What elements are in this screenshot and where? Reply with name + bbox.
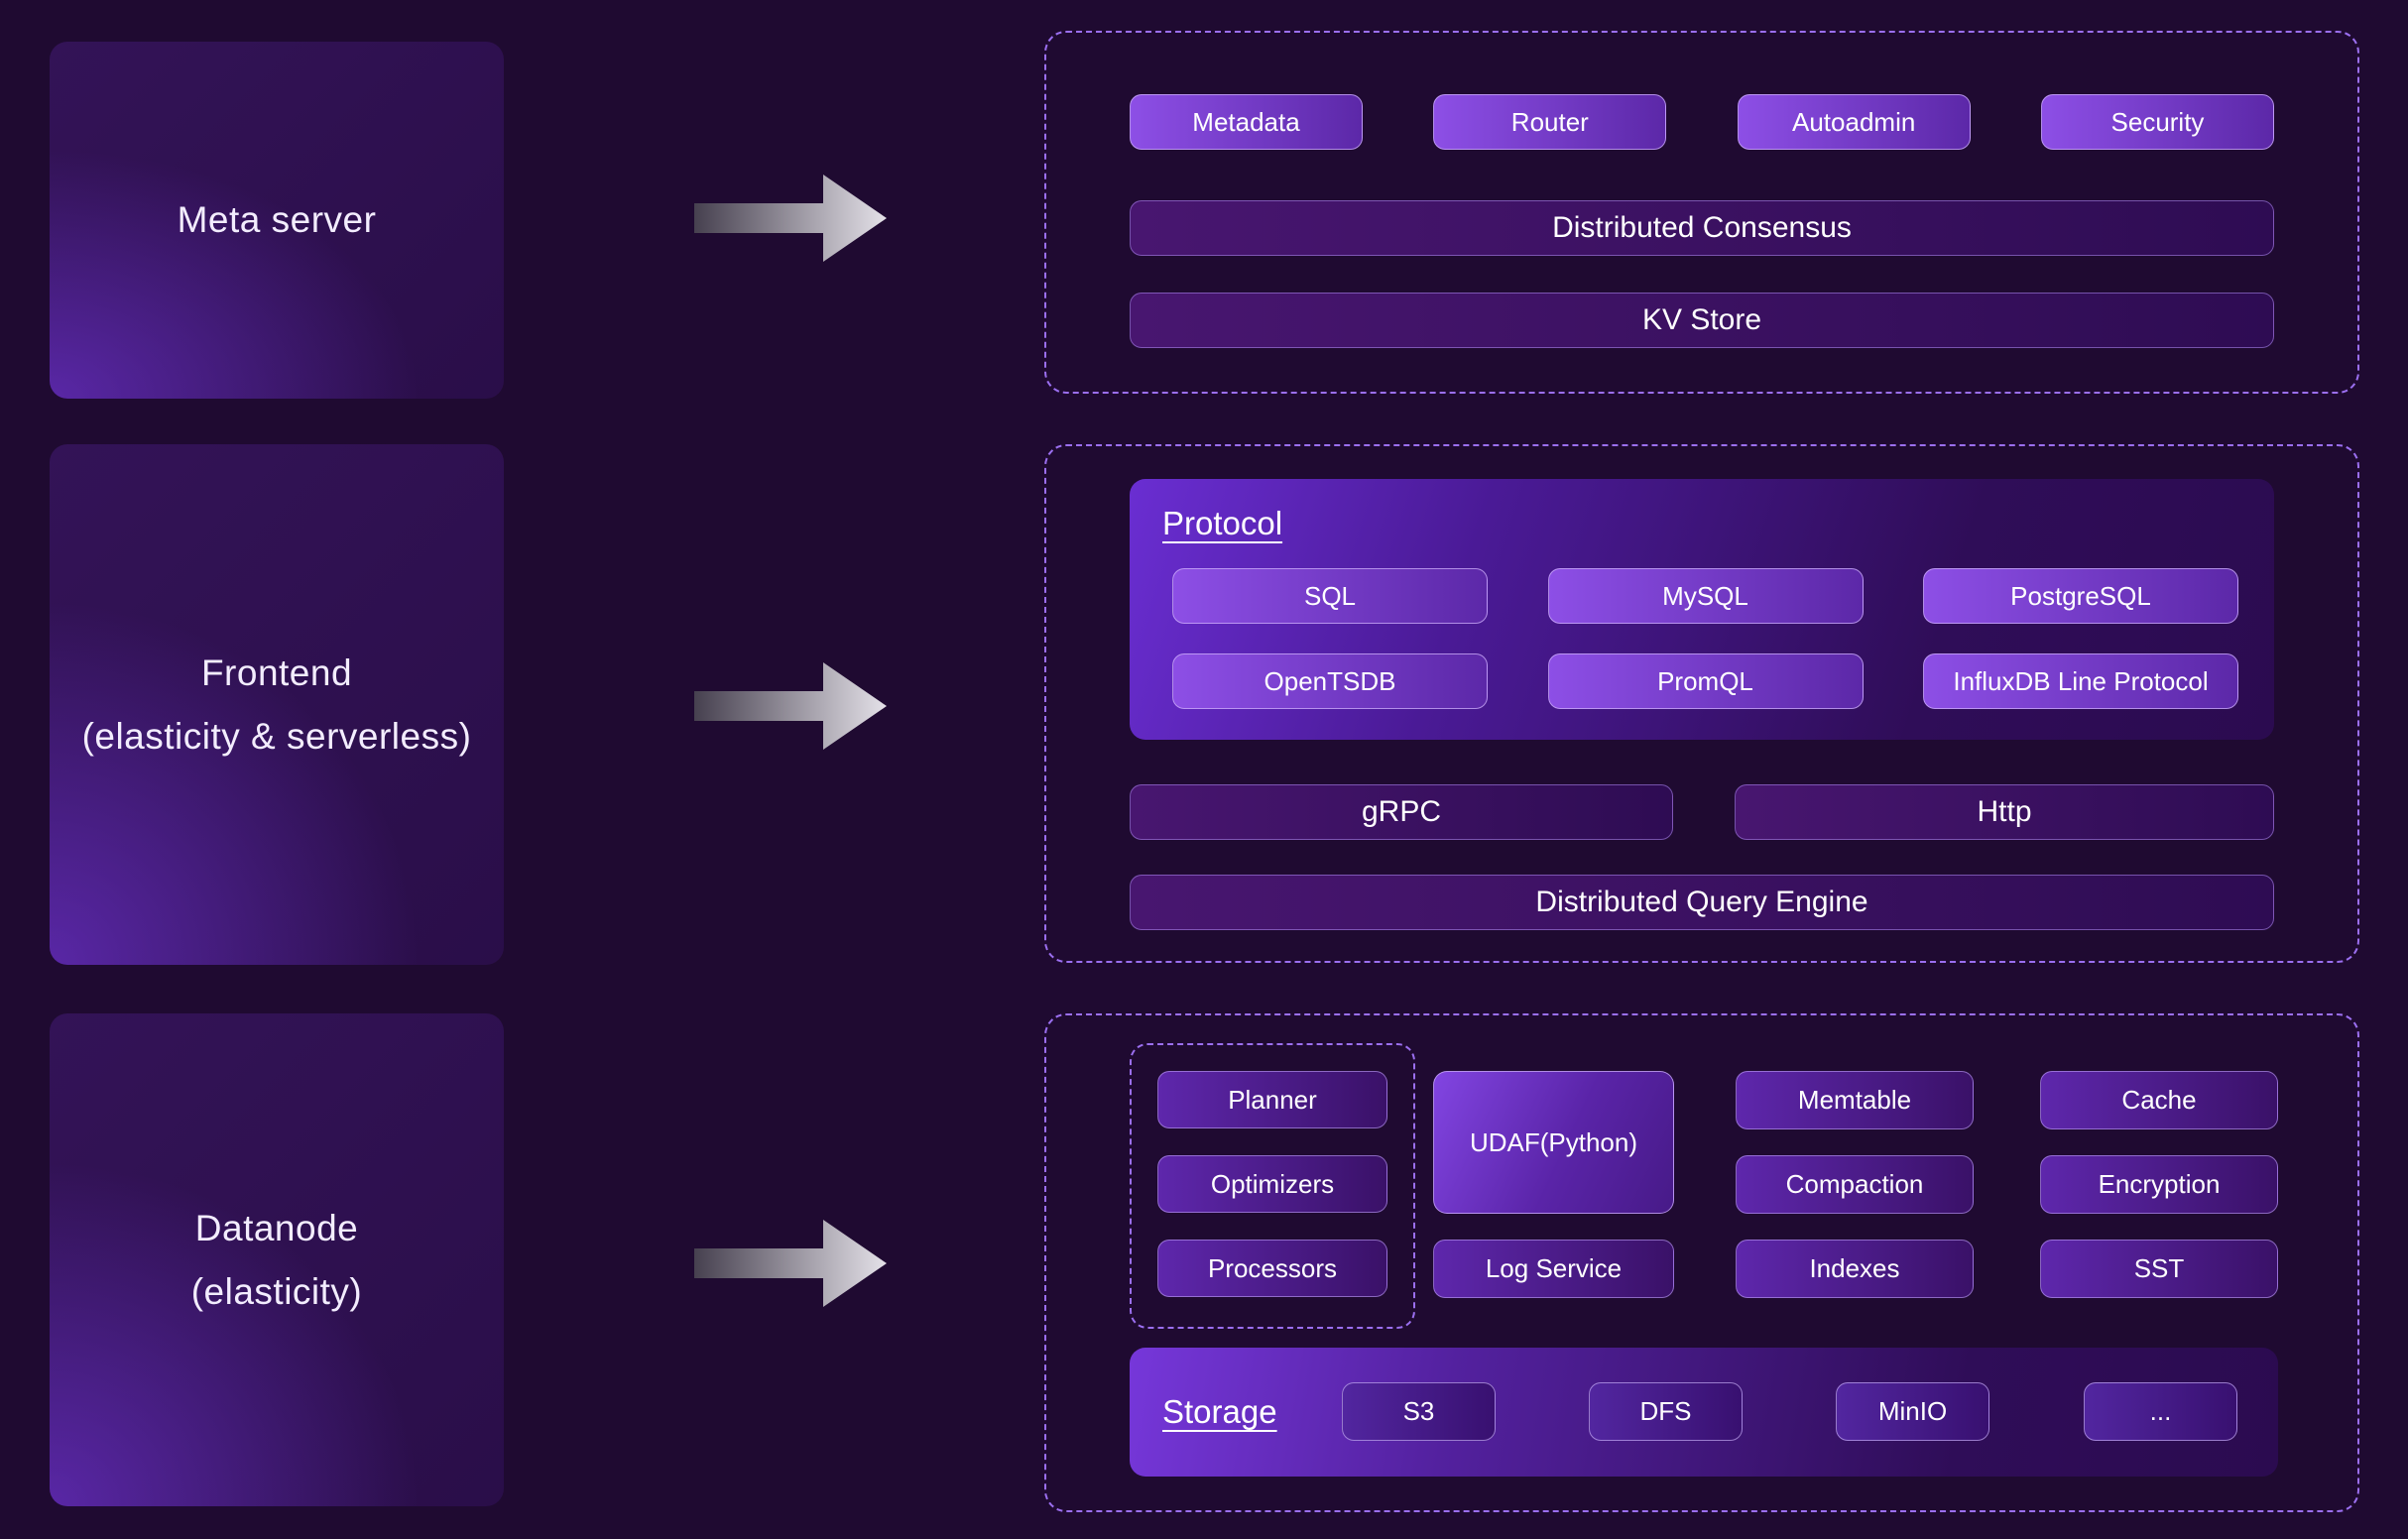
meta-server-section: Metadata Router Autoadmin Security Distr… (1044, 31, 2359, 394)
storage-dfs: DFS (1589, 1382, 1743, 1441)
node-datanode: Datanode (elasticity) (50, 1013, 504, 1506)
node-meta-server-label: Meta server (177, 199, 377, 240)
protocol-sql: SQL (1172, 568, 1488, 624)
component-compaction: Compaction (1736, 1155, 1974, 1214)
protocol-row-2: OpenTSDB PromQL InfluxDB Line Protocol (1172, 653, 2238, 709)
component-processors: Processors (1157, 1240, 1387, 1297)
component-sst: SST (2040, 1240, 2278, 1298)
component-planner: Planner (1157, 1071, 1387, 1128)
component-autoadmin: Autoadmin (1737, 94, 1971, 150)
component-optimizers: Optimizers (1157, 1155, 1387, 1213)
component-memtable: Memtable (1736, 1071, 1974, 1129)
protocol-title: Protocol (1162, 505, 1283, 541)
query-components-group: Planner Optimizers Processors (1130, 1043, 1415, 1329)
storage-minio: MinIO (1836, 1382, 1989, 1441)
component-encryption: Encryption (2040, 1155, 2278, 1214)
rpc-row: gRPC Http (1130, 784, 2274, 840)
component-metadata: Metadata (1130, 94, 1363, 150)
right-arrow-icon (694, 175, 887, 262)
protocol-postgresql: PostgreSQL (1923, 568, 2238, 624)
component-router: Router (1433, 94, 1667, 150)
node-datanode-label: Datanode (194, 1207, 359, 1248)
protocol-mysql: MySQL (1547, 568, 1864, 624)
component-security: Security (2040, 94, 2274, 150)
node-meta-server: Meta server (50, 42, 504, 399)
right-arrow-icon (694, 1220, 887, 1307)
right-arrow-icon (694, 662, 887, 750)
storage-panel: Storage S3 DFS MinIO ... (1130, 1348, 2278, 1477)
component-cache: Cache (2040, 1071, 2278, 1129)
node-frontend: Frontend (elasticity & serverless) (50, 444, 504, 965)
meta-components-row: Metadata Router Autoadmin Security (1130, 94, 2274, 150)
distributed-query-engine-bar: Distributed Query Engine (1130, 875, 2274, 930)
protocol-panel: Protocol SQL MySQL PostgreSQL OpenTSDB P… (1130, 479, 2274, 740)
protocol-row-1: SQL MySQL PostgreSQL (1172, 568, 2238, 624)
storage-title: Storage (1162, 1393, 1277, 1430)
udaf-python-box: UDAF(Python) (1433, 1071, 1674, 1214)
distributed-consensus-bar: Distributed Consensus (1130, 200, 2274, 256)
protocol-opentsdb: OpenTSDB (1172, 653, 1488, 709)
grpc-bar: gRPC (1130, 784, 1673, 840)
node-frontend-sublabel: (elasticity & serverless) (81, 715, 472, 757)
node-datanode-sublabel: (elasticity) (190, 1270, 363, 1312)
log-service-box: Log Service (1433, 1240, 1674, 1298)
datanode-section: Planner Optimizers Processors UDAF(Pytho… (1044, 1013, 2359, 1512)
component-indexes: Indexes (1736, 1240, 1974, 1298)
http-bar: Http (1735, 784, 2274, 840)
node-frontend-label: Frontend (200, 651, 353, 693)
frontend-section: Protocol SQL MySQL PostgreSQL OpenTSDB P… (1044, 444, 2359, 963)
protocol-promql: PromQL (1547, 653, 1864, 709)
storage-more: ... (2084, 1382, 2237, 1441)
kv-store-bar: KV Store (1130, 293, 2274, 348)
protocol-influxdb-line: InfluxDB Line Protocol (1923, 653, 2238, 709)
storage-s3: S3 (1342, 1382, 1496, 1441)
